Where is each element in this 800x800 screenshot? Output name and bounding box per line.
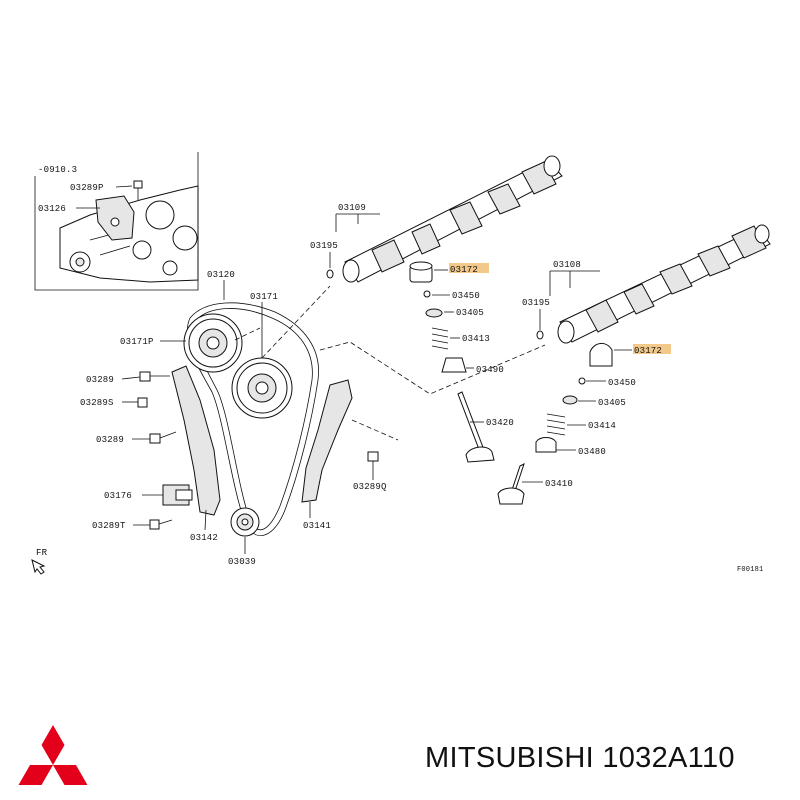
label-03289Q: 03289Q <box>353 482 387 492</box>
label-03420: 03420 <box>486 418 514 428</box>
highlight-03172-b <box>633 344 671 354</box>
label-03289T: 03289T <box>92 521 126 531</box>
inset-detail: -0910.3 <box>34 152 199 291</box>
label-03413: 03413 <box>462 334 490 344</box>
label-03172-b: 03172 <box>634 346 662 356</box>
valvetrain-upper <box>409 261 467 373</box>
label-03289-a: 03289 <box>86 375 114 385</box>
front-arrow-icon <box>31 559 46 575</box>
front-marker-label: FR <box>36 548 48 558</box>
label-03120: 03120 <box>207 270 235 280</box>
label-03450-a: 03450 <box>452 291 480 301</box>
label-03289-b: 03289 <box>96 435 124 445</box>
figure-code: F00181 <box>737 566 763 574</box>
label-03108: 03108 <box>553 260 581 270</box>
label-03171P: 03171P <box>120 337 154 347</box>
label-03450-b: 03450 <box>608 378 636 388</box>
label-03289P: 03289P <box>70 183 104 193</box>
mitsubishi-logo <box>18 725 88 785</box>
highlight-03172-a <box>449 263 489 273</box>
date-code: -0910.3 <box>38 165 77 175</box>
label-03414: 03414 <box>588 421 616 431</box>
brand-part-number: MITSUBISHI 1032A110 <box>425 742 735 774</box>
label-03195-a: 03195 <box>310 241 338 251</box>
label-03109: 03109 <box>338 203 366 213</box>
label-03171: 03171 <box>250 292 278 302</box>
label-03490: 03490 <box>476 365 504 375</box>
camshaft-03109 <box>342 155 563 283</box>
timing-chain-assembly <box>137 302 379 537</box>
label-03195-b: 03195 <box>522 298 550 308</box>
label-03410: 03410 <box>545 479 573 489</box>
label-03126: 03126 <box>38 204 66 214</box>
label-03176: 03176 <box>104 491 132 501</box>
label-03172-a: 03172 <box>450 265 478 275</box>
label-03141: 03141 <box>303 521 331 531</box>
label-03480: 03480 <box>578 447 606 457</box>
label-03289S: 03289S <box>80 398 114 408</box>
label-03039: 03039 <box>228 557 256 567</box>
label-03142: 03142 <box>190 533 218 543</box>
label-03405-a: 03405 <box>456 308 484 318</box>
camshaft-03108 <box>557 224 771 344</box>
label-03405-b: 03405 <box>598 398 626 408</box>
